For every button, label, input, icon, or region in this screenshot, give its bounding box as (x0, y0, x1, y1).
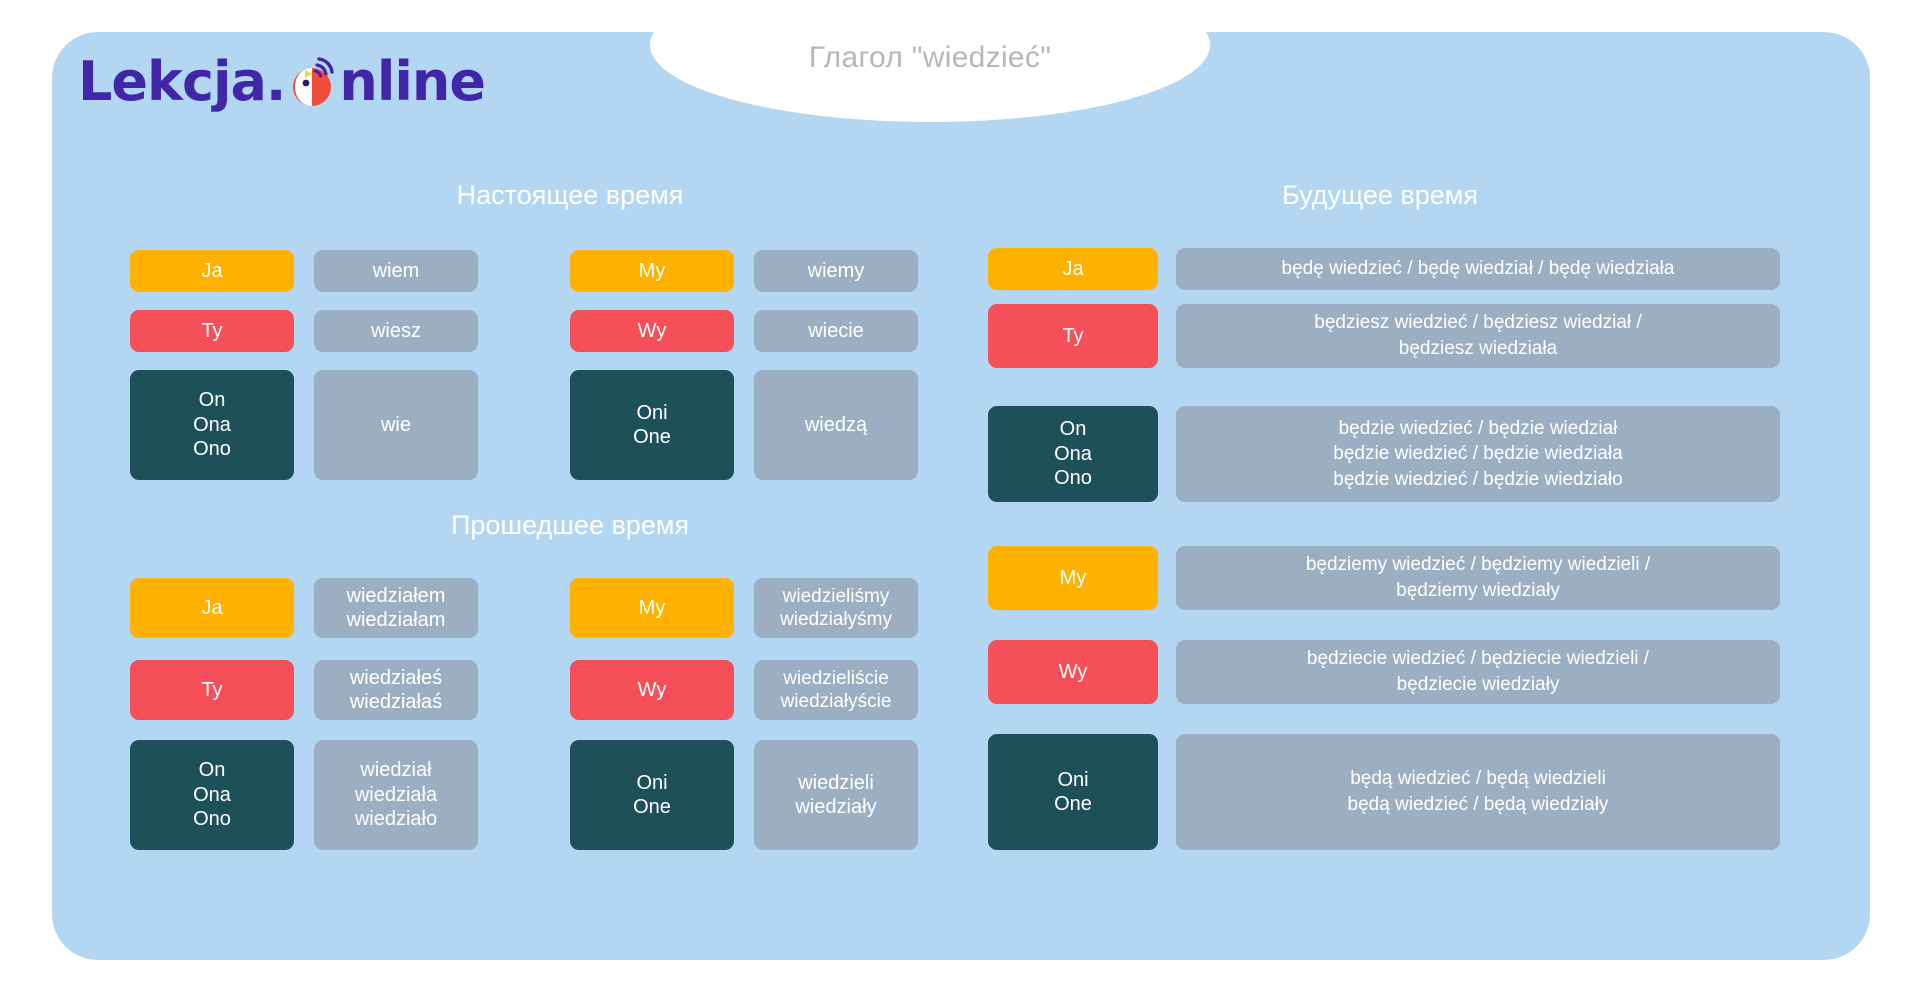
verb-chip[interactable]: będziemy wiedzieć / będziemy wiedzieli /… (1176, 546, 1780, 610)
pronoun-chip[interactable]: On Ona Ono (130, 370, 294, 480)
verb-chip[interactable]: będzie wiedzieć / będzie wiedział będzie… (1176, 406, 1780, 502)
verb-chip[interactable]: wiedziałem wiedziałam (314, 578, 478, 638)
section-heading-past: Прошедшее время (450, 510, 690, 540)
verb-chip[interactable]: wie (314, 370, 478, 480)
verb-chip[interactable]: będą wiedzieć / będą wiedzieli będą wied… (1176, 734, 1780, 850)
pronoun-chip[interactable]: My (570, 250, 734, 292)
verb-chip[interactable]: będę wiedzieć / będę wiedział / będę wie… (1176, 248, 1780, 290)
pronoun-chip[interactable]: My (570, 578, 734, 638)
owl-online-icon (286, 56, 338, 108)
pronoun-chip[interactable]: Oni One (570, 370, 734, 480)
pronoun-chip[interactable]: Ty (988, 304, 1158, 368)
pronoun-chip[interactable]: On Ona Ono (130, 740, 294, 850)
verb-chip[interactable]: wiedział wiedziała wiedziało (314, 740, 478, 850)
verb-chip[interactable]: wiedzieliście wiedziałyście (754, 660, 918, 720)
pronoun-chip[interactable]: Wy (570, 310, 734, 352)
pronoun-chip[interactable]: My (988, 546, 1158, 610)
pronoun-chip[interactable]: Ty (130, 310, 294, 352)
verb-chip[interactable]: będziecie wiedzieć / będziecie wiedzieli… (1176, 640, 1780, 704)
section-heading-future: Будущее время (1282, 180, 1478, 210)
brand-logo[interactable]: Lekcja. nline (78, 46, 486, 118)
pronoun-chip[interactable]: Oni One (988, 734, 1158, 850)
title-bubble: Глагол "wiedzieć" (650, 0, 1210, 122)
pronoun-chip[interactable]: Ja (988, 248, 1158, 290)
pronoun-chip[interactable]: Ty (130, 660, 294, 720)
verb-chip[interactable]: wiedzieli wiedziały (754, 740, 918, 850)
verb-chip[interactable]: wiedziałeś wiedziałaś (314, 660, 478, 720)
pronoun-chip[interactable]: Ja (130, 578, 294, 638)
pronoun-chip[interactable]: Oni One (570, 740, 734, 850)
verb-chip[interactable]: wiemy (754, 250, 918, 292)
verb-chip[interactable]: wiedzieliśmy wiedziałyśmy (754, 578, 918, 638)
pronoun-chip[interactable]: Wy (988, 640, 1158, 704)
verb-chip[interactable]: wiem (314, 250, 478, 292)
pronoun-chip[interactable]: On Ona Ono (988, 406, 1158, 502)
section-heading-present: Настоящее время (456, 180, 684, 210)
page-title: Глагол "wiedzieć" (808, 41, 1052, 74)
verb-chip[interactable]: wiecie (754, 310, 918, 352)
pronoun-chip[interactable]: Ja (130, 250, 294, 292)
brand-name-suffix: nline (339, 50, 486, 113)
brand-name-prefix: Lekcja. (78, 50, 286, 113)
verb-chip[interactable]: wiesz (314, 310, 478, 352)
pronoun-chip[interactable]: Wy (570, 660, 734, 720)
verb-chip[interactable]: będziesz wiedzieć / będziesz wiedział / … (1176, 304, 1780, 368)
verb-chip[interactable]: wiedzą (754, 370, 918, 480)
